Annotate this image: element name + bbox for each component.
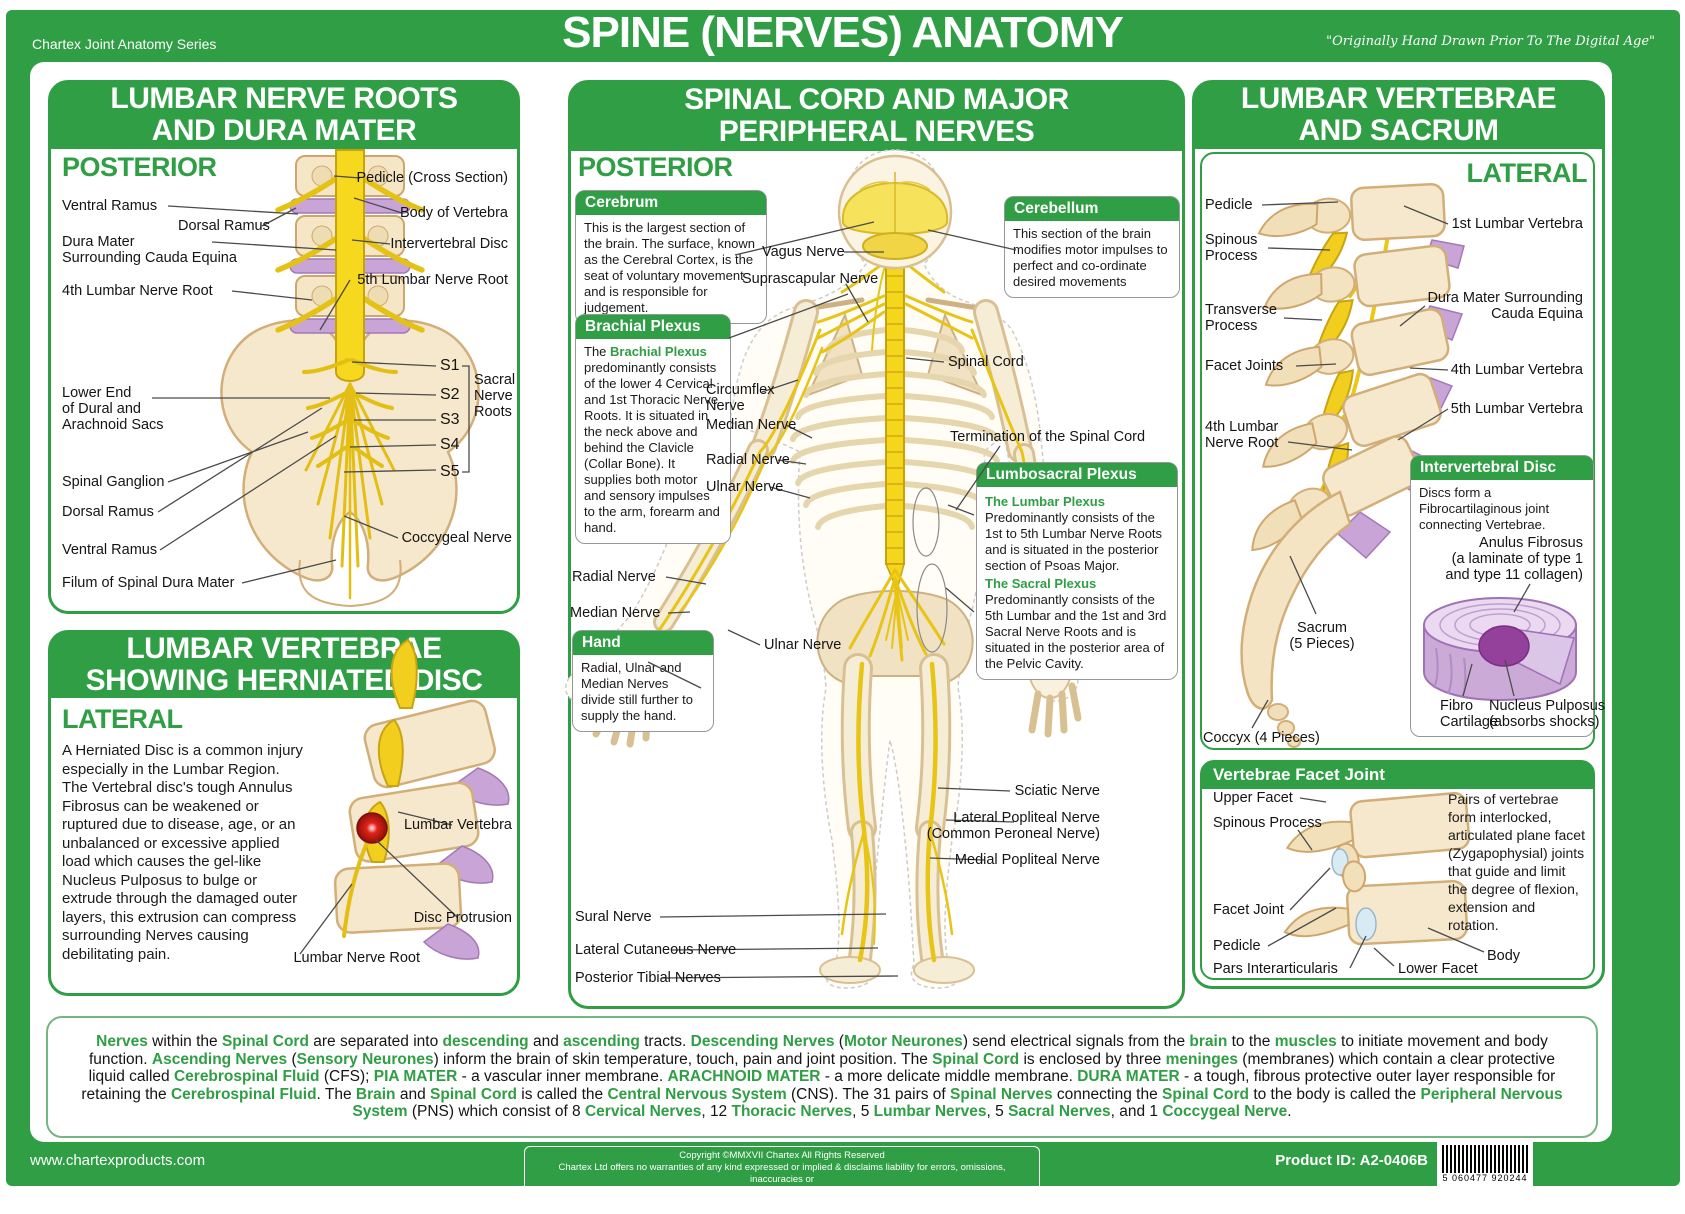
page-title: SPINE (NERVES) ANATOMY [562,8,1124,57]
footnote-text: Nerves within the Spinal Cord are separa… [81,1033,1563,1121]
website-link[interactable]: www.chartexproducts.com [30,1152,206,1169]
brachial-plexus-callout: Brachial Plexus The Brachial Plexus pred… [575,314,731,544]
cerebrum-text: This is the largest section of the brain… [584,220,756,315]
intervertebral-disc-text: Discs form a Fibrocartilaginous joint co… [1419,485,1550,532]
hand-title: Hand [573,631,713,655]
view-label-posterior-1: POSTERIOR [62,152,217,182]
barcode-bars [1442,1145,1528,1173]
brachial-plexus-title: Brachial Plexus [576,315,730,339]
cerebrum-callout: Cerebrum This is the largest section of … [575,190,767,324]
product-id: Product ID: A2-0406B [1275,1152,1428,1169]
barcode: 5 060477 920244 [1437,1142,1533,1188]
panel-title: SPINAL CORD AND MAJOR PERIPHERAL NERVES [569,81,1184,151]
hand-callout: Hand Radial, Ulnar and Median Nerves div… [572,630,714,732]
barcode-digits: 5 060477 920244 [1442,1173,1528,1183]
cerebellum-title: Cerebellum [1005,197,1179,221]
view-label-lateral-1: LATERAL [62,704,183,734]
panel-title: LUMBAR VERTEBRAE SHOWING HERNIATED DISC [49,631,519,698]
lumbosacral-plexus-title: Lumbosacral Plexus [977,463,1177,487]
view-label-lateral-2: LATERAL [1466,158,1588,188]
panel-title: LUMBAR NERVE ROOTS AND DURA MATER [49,81,519,149]
view-label-posterior-2: POSTERIOR [578,152,733,182]
hand-text: Radial, Ulnar and Median Nerves divide s… [581,660,693,723]
brachial-plexus-text: The Brachial Plexus predominantly consis… [584,344,720,535]
cerebrum-title: Cerebrum [576,191,766,215]
copyright-notice: Copyright ©MMXVII Chartex All Rights Res… [524,1146,1040,1214]
tagline: "Originally Hand Drawn Prior To The Digi… [1326,34,1655,49]
intervertebral-disc-callout: Intervertebral Disc Discs form a Fibroca… [1410,455,1594,737]
intervertebral-disc-title: Intervertebral Disc [1411,456,1593,480]
facet-joint-title: Vertebrae Facet Joint [1201,761,1594,789]
cerebellum-text: This section of the brain modifies motor… [1013,226,1168,289]
cerebellum-callout: Cerebellum This section of the brain mod… [1004,196,1180,298]
panel-title: LUMBAR VERTEBRAE AND SACRUM [1193,81,1604,149]
footnote-box: Nerves within the Spinal Cord are separa… [46,1016,1598,1138]
series-label: Chartex Joint Anatomy Series [32,36,217,52]
